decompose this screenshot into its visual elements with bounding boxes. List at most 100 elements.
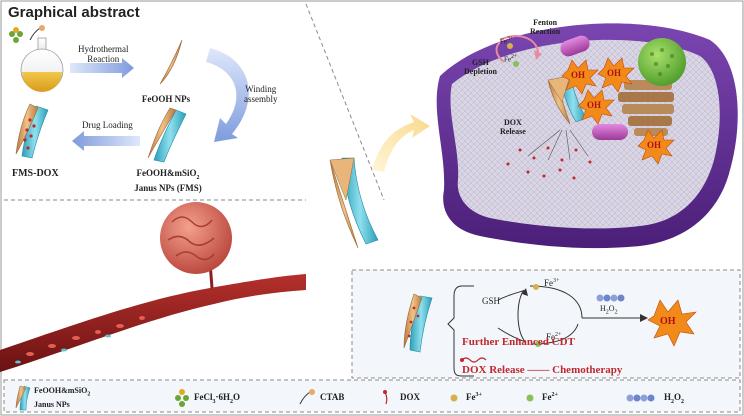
gsh-depletion-label: GSH Depletion (464, 58, 497, 76)
legend-fe3-icon (450, 394, 458, 402)
legend-fe2-icon (526, 394, 534, 402)
mech-fe3-sup: 3+ (553, 278, 560, 284)
oh-burst-2 (597, 57, 635, 93)
fenton-line2: Reaction (530, 27, 561, 36)
drug-loading-label: Drug Loading (82, 120, 133, 130)
oh-label-1: OH (571, 70, 586, 80)
fms-dox-label: FMS-DOX (12, 168, 59, 179)
mechanism-bracket (447, 285, 463, 377)
uptake-arrow (372, 114, 430, 172)
hydrothermal-line2: Reaction (87, 54, 120, 64)
legend-fe2-label: Fe2+ (542, 392, 558, 402)
dox-release-label: DOX Release (500, 118, 526, 136)
gsh-line1: GSH (471, 58, 489, 67)
mech-oh-label: OH (660, 316, 676, 327)
legend-fe3-text: Fe (466, 392, 476, 402)
legend-fe3-sup: 3+ (475, 392, 482, 398)
legend-h2o2-o: O (674, 392, 682, 402)
dox-line1: DOX (503, 118, 522, 127)
legend-h2o2-h: H (664, 392, 672, 402)
dox-line2: Release (500, 127, 526, 136)
cell-fe3-text: Fe (500, 37, 507, 46)
cell-fe2-text: Fe (504, 55, 511, 64)
mech-fe3-label: Fe3+ (544, 278, 559, 288)
legend-h2o2-sub2: 2 (681, 398, 685, 405)
legend-h2o2-icon (626, 394, 655, 402)
cell-fe3-label: Fe3+ (500, 36, 513, 45)
hydrothermal-label: Hydrothermal Reaction (78, 44, 128, 64)
gsh-line2: Depletion (464, 67, 497, 76)
oh-label-4: OH (647, 140, 662, 150)
legend-janus-sub: 2 (87, 391, 91, 398)
fms-sub: 2 (196, 174, 200, 181)
vessel-cells (15, 316, 145, 364)
cell-janus-np (547, 75, 587, 125)
fe2-dot (535, 341, 541, 347)
ctab-molecule-icon (29, 25, 45, 41)
janus-np-icon (147, 107, 187, 163)
cell-fe3-sup: 3+ (507, 36, 514, 42)
mech-h2o2-sub2: 2 (614, 309, 618, 316)
legend-ctab-icon (299, 389, 315, 405)
fe3-dot (533, 284, 539, 290)
fms-line1: FeOOH&mSiO (136, 168, 197, 178)
mech-h2o2-o: O (608, 304, 615, 313)
center-janus-np (329, 157, 379, 249)
hydrothermal-arrow (70, 58, 134, 78)
legend-fecl3-icon (175, 389, 189, 407)
fenton-label: Fenton Reaction (530, 18, 560, 36)
oh-label-3: OH (587, 100, 602, 110)
cell-fe2-label: Fe2+ (504, 54, 517, 63)
mech-fe3-text: Fe (544, 278, 553, 288)
winding-arrow (206, 48, 249, 142)
legend-janus-icon (15, 385, 31, 411)
mech-h2o2-label: H2O2 (600, 304, 618, 316)
flask-icon (20, 37, 64, 92)
legend-fe2-sup: 2+ (551, 392, 558, 398)
mech-fe2-label: Fe2+ (546, 332, 561, 342)
oh-label-2: OH (607, 68, 622, 78)
feooh-label: FeOOH NPs (141, 94, 191, 104)
mech-h2o2-sub1: 2 (605, 309, 609, 316)
fms-line2: Janus NPs (FMS) (134, 182, 202, 193)
oh-burst-mechanism (647, 299, 697, 347)
tumor-mass (160, 202, 232, 274)
mech-fe2-sup: 2+ (555, 332, 562, 338)
legend-janus-line2: Janus NPs (34, 399, 70, 409)
mech-gsh-label: GSH (482, 296, 501, 306)
pink-organelle-2 (592, 124, 628, 140)
feooh-nanorod (159, 39, 183, 85)
legend-fe2-text: Fe (542, 392, 552, 402)
pink-organelle-1 (560, 35, 590, 57)
legend-fecl3-o: O (233, 392, 241, 402)
oh-burst-4 (637, 129, 675, 165)
fenton-line1: Fenton (533, 18, 558, 27)
winding-label: Winding assembly (244, 84, 278, 104)
blood-vessel (0, 274, 306, 372)
drug-loading-arrow (72, 131, 140, 151)
oh-burst-3 (577, 89, 615, 125)
legend-fecl3-sub2: 2 (230, 398, 234, 405)
legend-dox-label: DOX (400, 392, 420, 402)
green-organelle (638, 38, 686, 86)
legend-janus-label: FeOOH&mSiO2 Janus NPs (34, 386, 90, 409)
fms-dox-icon (15, 103, 49, 159)
fecl3-molecule-icon (9, 27, 23, 43)
legend-ctab-label: CTAB (320, 392, 345, 402)
mech-h2o2-h: H (600, 304, 606, 313)
cell-fe2-sup: 2+ (511, 54, 518, 60)
winding-line1: Winding (245, 84, 277, 94)
legend-h2o2-label: H2O2 (664, 392, 684, 405)
hydrothermal-line1: Hydrothermal (78, 44, 129, 54)
legend-janus-line1: FeOOH&mSiO (34, 386, 88, 395)
page-title: Graphical abstract (8, 4, 140, 21)
winding-line2: assembly (244, 94, 278, 104)
dox-squiggle (461, 357, 487, 363)
legend-dox-icon (383, 390, 388, 405)
dox-release-particles (506, 146, 592, 180)
mech-dox-release-label: DOX Release —— Chemotherapy (462, 364, 623, 376)
legend-fecl3-text: FeCl (194, 392, 213, 402)
fms-label: FeOOH&mSiO2 Janus NPs (FMS) (134, 168, 202, 193)
oh-burst-1 (561, 59, 599, 95)
